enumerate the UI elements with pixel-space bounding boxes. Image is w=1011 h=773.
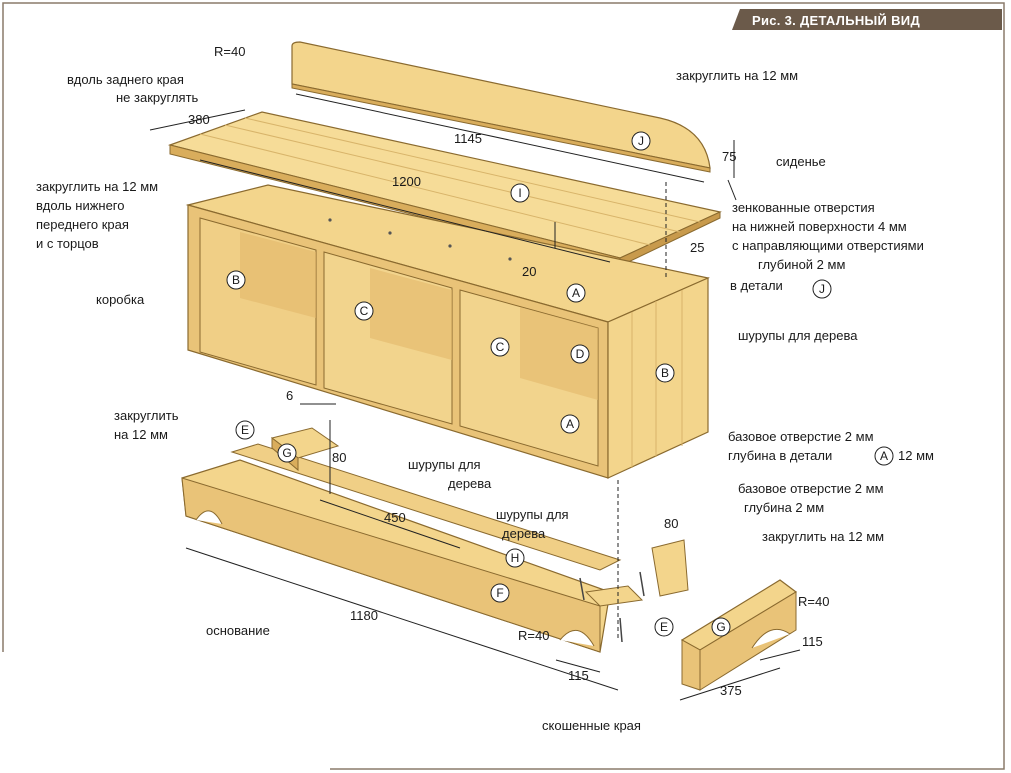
dim-80b: 80 — [664, 516, 678, 531]
svg-text:E: E — [241, 423, 249, 437]
part-bubbles: J I J A B C C D B A A E G H F E G — [226, 131, 894, 637]
label-box: коробка — [96, 292, 145, 307]
screws — [579, 571, 645, 643]
bubble-e-right: E — [654, 617, 674, 637]
svg-text:A: A — [566, 417, 574, 431]
svg-text:B: B — [232, 273, 240, 287]
dim-25: 25 — [690, 240, 704, 255]
bubble-a-bottom: A — [560, 414, 580, 434]
label-r40-top: R=40 — [214, 44, 245, 59]
svg-text:E: E — [660, 620, 668, 634]
dim-380: 380 — [188, 112, 210, 127]
dim-375: 375 — [720, 683, 742, 698]
label-countersunk-2: на нижней поверхности 4 мм — [732, 219, 907, 234]
label-countersunk-3: с направляющими отверстиями — [732, 238, 924, 253]
label-round12-j: закруглить на 12 мм — [676, 68, 798, 83]
label-base-hole-2b: 12 мм — [898, 448, 934, 463]
box-assembly — [185, 184, 710, 479]
dim-75: 75 — [722, 149, 736, 164]
svg-text:A: A — [572, 286, 580, 300]
label-base-hole-4: глубина 2 мм — [744, 500, 824, 515]
svg-text:C: C — [360, 304, 369, 318]
label-round12-front-4: и с торцов — [36, 236, 99, 251]
label-base-hole-3: базовое отверстие 2 мм — [738, 481, 884, 496]
label-countersunk-1: зенкованные отверстия — [732, 200, 875, 215]
svg-text:J: J — [638, 134, 644, 148]
label-round12-front-3: переднего края — [36, 217, 129, 232]
label-countersunk-4: глубиной 2 мм — [758, 257, 845, 272]
label-screws-2a: шурупы для — [408, 457, 481, 472]
label-r40-mid: R=40 — [518, 628, 549, 643]
bubble-a-note: A — [874, 446, 894, 466]
base-assembly — [181, 427, 798, 691]
dim-80a: 80 — [332, 450, 346, 465]
dim-20: 20 — [522, 264, 536, 279]
bubble-j-top: J — [631, 131, 651, 151]
bubble-h: H — [505, 548, 525, 568]
svg-text:G: G — [282, 446, 291, 460]
figure-title: Рис. 3. ДЕТАЛЬНЫЙ ВИД — [752, 13, 920, 28]
bubble-b-left: B — [226, 270, 246, 290]
label-screws-2b: дерева — [448, 476, 492, 491]
svg-text:C: C — [496, 340, 505, 354]
annotation-labels: R=40 вдоль заднего края не закруглять за… — [36, 44, 934, 733]
svg-text:A: A — [880, 449, 888, 463]
svg-text:B: B — [661, 366, 669, 380]
dim-1145: 1145 — [454, 131, 482, 146]
label-base-hole-2: глубина в детали — [728, 448, 832, 463]
label-seat: сиденье — [776, 154, 826, 169]
dim-115b: 115 — [802, 634, 823, 649]
bubble-e-left: E — [235, 420, 255, 440]
part-j-backrest — [291, 41, 711, 173]
label-back-edge-1: вдоль заднего края — [67, 72, 184, 87]
label-back-edge-2: не закруглять — [116, 90, 199, 105]
label-round12-front-2: вдоль нижнего — [36, 198, 125, 213]
label-screws-3a: шурупы для — [496, 507, 569, 522]
bubble-i: I — [510, 183, 530, 203]
dim-450: 450 — [384, 510, 406, 525]
label-screws-3b: дерева — [502, 526, 546, 541]
label-base: основание — [206, 623, 270, 638]
bubble-g-right: G — [711, 617, 731, 637]
label-round12-left-2: на 12 мм — [114, 427, 168, 442]
bubble-c-mid: C — [354, 301, 374, 321]
dim-6: 6 — [286, 388, 293, 403]
label-round12-right: закруглить на 12 мм — [762, 529, 884, 544]
blank-corner — [0, 652, 330, 773]
bubble-b-right: B — [655, 363, 675, 383]
label-round12-left-1: закруглить — [114, 408, 179, 423]
label-countersunk-5: в детали — [730, 278, 783, 293]
svg-text:G: G — [716, 620, 725, 634]
svg-text:F: F — [496, 586, 503, 600]
dim-115a: 115 — [568, 668, 589, 683]
dim-1200: 1200 — [392, 174, 421, 189]
bubble-c-right: C — [490, 337, 510, 357]
label-round12-front-1: закруглить на 12 мм — [36, 179, 158, 194]
label-base-hole-1: базовое отверстие 2 мм — [728, 429, 874, 444]
title-banner: Рис. 3. ДЕТАЛЬНЫЙ ВИД — [732, 9, 1002, 30]
bubble-f: F — [490, 583, 510, 603]
dimension-lines — [149, 93, 801, 701]
bubble-g-left: G — [277, 443, 297, 463]
bubble-a-top: A — [566, 283, 586, 303]
dim-1180: 1180 — [350, 608, 378, 623]
label-r40-right: R=40 — [798, 594, 829, 609]
dimension-values: 380 1145 75 1200 25 20 6 80 450 80 1180 … — [188, 112, 823, 698]
svg-text:H: H — [511, 551, 520, 565]
svg-text:D: D — [576, 347, 585, 361]
svg-text:I: I — [518, 186, 521, 200]
label-screws-1: шурупы для дерева — [738, 328, 858, 343]
label-beveled: скошенные края — [542, 718, 641, 733]
bubble-j-note: J — [812, 279, 832, 299]
bubble-d: D — [570, 344, 590, 364]
svg-text:J: J — [819, 282, 825, 296]
